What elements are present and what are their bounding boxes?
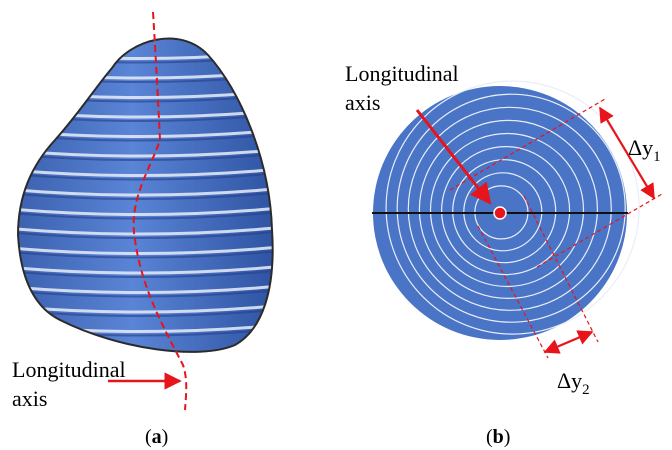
slice-band <box>18 263 273 275</box>
slice-shadow <box>18 189 273 201</box>
slice-band <box>18 282 273 295</box>
delta-y1-label: Δy1 <box>628 135 661 165</box>
concentric-ring <box>396 93 626 323</box>
axis-label-a-line2: axis <box>12 386 47 411</box>
body-outline <box>16 37 274 353</box>
slice-band <box>18 185 273 197</box>
caption-b: (b) <box>486 426 510 448</box>
axis-pointer-arrow-b <box>415 109 492 205</box>
concentric-ring <box>385 80 640 335</box>
axis-label-b-line1: Longitudinal <box>345 61 459 86</box>
concentric-ring <box>429 132 585 288</box>
delta-y2-label: Δy2 <box>557 368 590 398</box>
concentric-ring <box>441 146 571 276</box>
slice-shadow <box>18 228 273 240</box>
concentric-ring <box>452 159 557 264</box>
slice-band <box>18 204 273 217</box>
axis-label-b-line2: axis <box>345 90 380 115</box>
axis-label-a-line1: Longitudinal <box>12 357 126 382</box>
panel-a: Longitudinal axis (a) <box>12 11 274 448</box>
slice-shadow <box>18 209 273 220</box>
delta-y2-dimension-arrow <box>543 330 594 354</box>
construction-lines <box>449 98 663 359</box>
longitudinal-axis-curve <box>132 11 188 411</box>
concentric-ring <box>418 119 598 299</box>
concentric-ring <box>463 172 543 252</box>
slice-shadow <box>18 170 273 181</box>
slice-band <box>18 224 273 236</box>
slice-band <box>18 243 273 256</box>
slice-shadow <box>18 248 273 259</box>
panel-b: Longitudinal axis Δy1 Δy2 (b) <box>345 61 663 448</box>
concentric-rings <box>385 80 640 335</box>
slice-shadow <box>18 267 273 279</box>
slice-band <box>18 165 273 178</box>
caption-a: (a) <box>145 426 168 448</box>
delta-y1-dimension-arrow <box>599 106 655 200</box>
concentric-ring <box>407 106 612 311</box>
axis-center-dot <box>493 206 507 220</box>
